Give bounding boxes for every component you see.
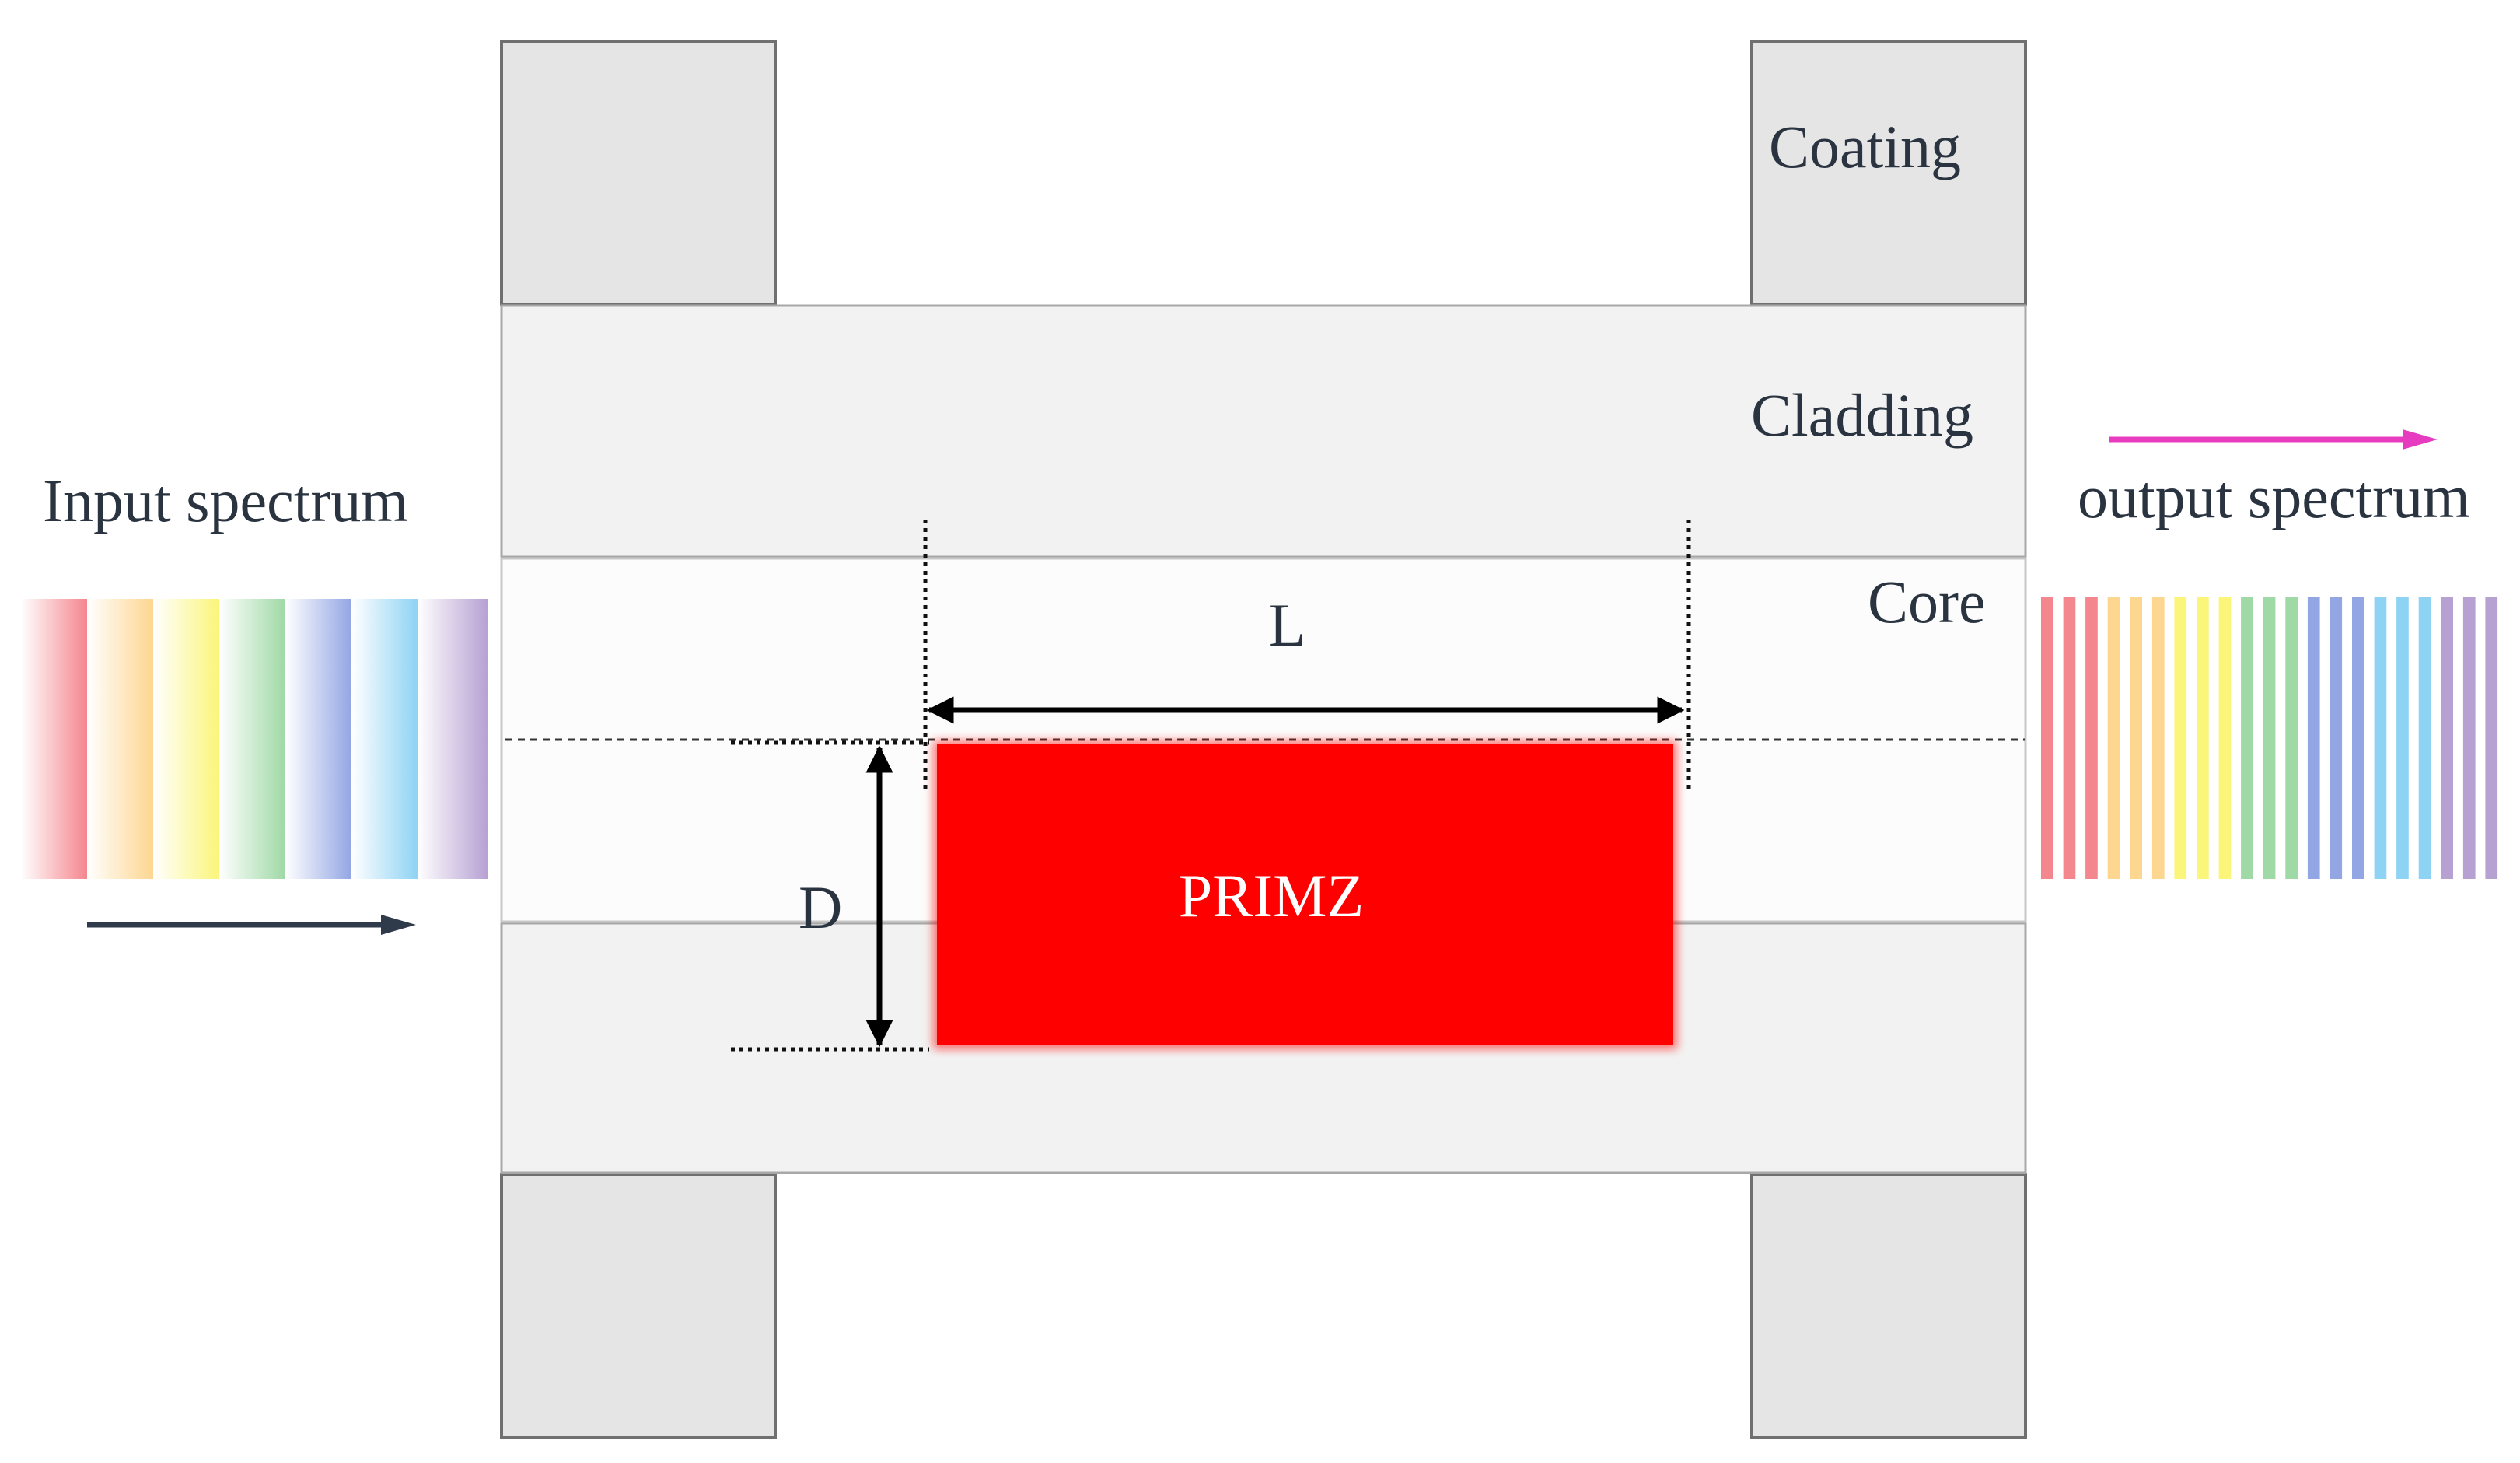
input-bar-2 — [153, 599, 219, 879]
output-stripe — [2107, 597, 2120, 879]
cladding-top — [500, 304, 2027, 558]
output-stripe — [2352, 597, 2364, 879]
output-stripe — [2330, 597, 2343, 879]
output-spectrum-bars — [2041, 597, 2498, 879]
primz-region — [937, 744, 1673, 1045]
output-spectrum-label: output spectrum — [2078, 463, 2470, 530]
output-stripe — [2241, 597, 2253, 879]
coating-top-left — [500, 40, 777, 306]
output-stripe — [2307, 597, 2320, 879]
output-stripe — [2151, 597, 2165, 879]
input-bar-4 — [285, 599, 351, 879]
input-spectrum-bars — [21, 599, 488, 879]
input-bar-5 — [351, 599, 418, 879]
output-stripe — [2085, 597, 2098, 879]
output-arrowhead — [2403, 429, 2438, 450]
output-stripe — [2063, 597, 2076, 879]
output-stripe — [2374, 597, 2387, 879]
output-stripe — [2130, 597, 2142, 879]
output-stripe — [2174, 597, 2187, 879]
depth-label: D — [799, 873, 842, 941]
output-stripe — [2263, 597, 2276, 879]
output-stripe — [2041, 597, 2053, 879]
input-bar-0 — [21, 599, 87, 879]
cladding-label: Cladding — [1751, 381, 1973, 449]
core-label: Core — [1868, 568, 1986, 635]
output-stripe — [2418, 597, 2431, 879]
input-bar-6 — [418, 599, 488, 879]
input-bar-1 — [87, 599, 153, 879]
output-stripe — [2441, 597, 2453, 879]
primz-label: PRIMZ — [1179, 862, 1364, 929]
input-arrowhead — [381, 915, 416, 935]
coating-top-right — [1750, 40, 2027, 306]
output-stripe — [2396, 597, 2409, 879]
output-stripe — [2197, 597, 2209, 879]
input-spectrum-label: Input spectrum — [43, 467, 408, 534]
length-label: L — [1269, 591, 1306, 659]
coating-label: Coating — [1769, 113, 1961, 180]
output-stripe — [2462, 597, 2476, 879]
output-stripe — [2218, 597, 2232, 879]
output-stripe — [2485, 597, 2498, 879]
coating-bottom-right — [1750, 1173, 2027, 1439]
output-stripe — [2285, 597, 2298, 879]
coating-bottom-left — [500, 1173, 777, 1439]
input-bar-3 — [219, 599, 285, 879]
